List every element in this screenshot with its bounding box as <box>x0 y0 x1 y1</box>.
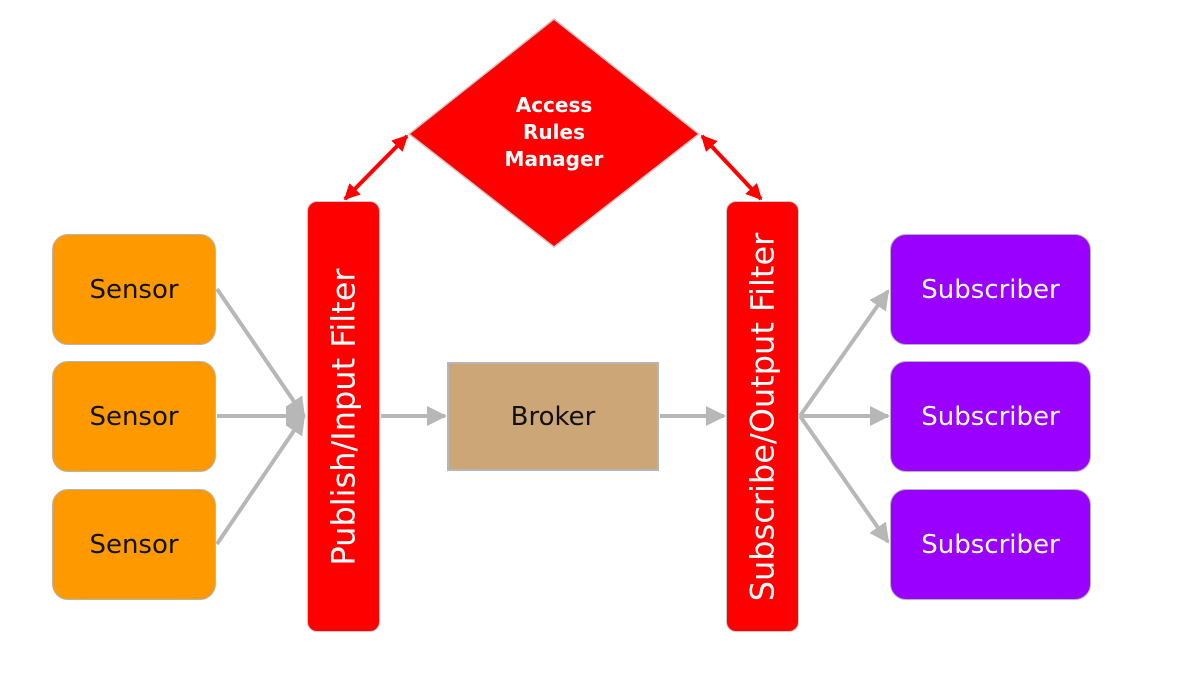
subscriber-label: Subscriber <box>921 401 1060 432</box>
sensor-label: Sensor <box>89 401 179 432</box>
publish-input-filter-label: Publish/Input Filter <box>324 267 363 566</box>
access-rules-manager-diamond <box>407 18 701 248</box>
access-link-arrow-right <box>700 134 763 201</box>
filter-to-subscriber-arrow <box>798 289 890 418</box>
filter-to-subscriber-arrow <box>798 414 890 544</box>
subscriber-node: Subscriber <box>890 361 1091 472</box>
sensor-to-filter-arrow <box>215 414 306 546</box>
subscriber-label: Subscriber <box>921 529 1060 560</box>
subscriber-node: Subscriber <box>890 489 1091 600</box>
sensor-node: Sensor <box>52 489 216 600</box>
sensor-label: Sensor <box>89 274 179 305</box>
sensor-node: Sensor <box>52 361 216 472</box>
subscriber-label: Subscriber <box>921 274 1060 305</box>
broker-node: Broker <box>447 362 659 471</box>
sensor-label: Sensor <box>89 529 179 560</box>
access-rules-manager-line: Rules <box>523 120 585 144</box>
subscribe-output-filter: Subscribe/Output Filter <box>726 201 799 632</box>
sensor-to-filter-arrow <box>215 287 306 418</box>
access-link-arrow-left <box>343 134 409 201</box>
access-rules-manager-line: Manager <box>504 147 604 171</box>
broker-label: Broker <box>510 401 596 432</box>
subscriber-node: Subscriber <box>890 234 1091 345</box>
publish-input-filter: Publish/Input Filter <box>307 201 380 632</box>
sensor-node: Sensor <box>52 234 216 345</box>
subscribe-output-filter-label: Subscribe/Output Filter <box>743 232 782 601</box>
access-rules-manager-label: Access Rules Manager <box>474 92 634 173</box>
access-rules-manager-line: Access <box>515 93 593 117</box>
